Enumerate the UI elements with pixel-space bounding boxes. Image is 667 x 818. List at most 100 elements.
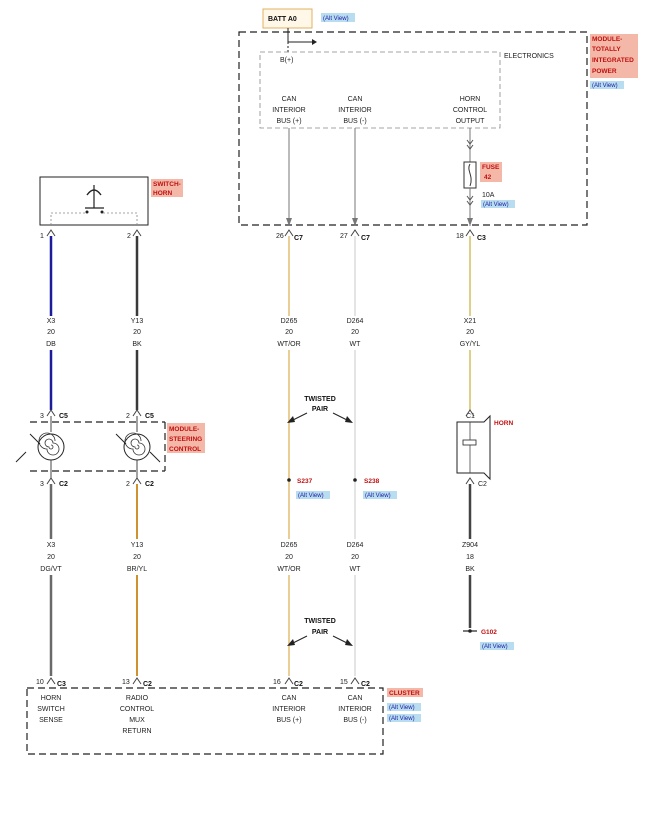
wire-label-x21-upper: X21 20 GY/YL <box>455 316 485 350</box>
svg-text:20: 20 <box>133 554 141 561</box>
twisted-pair-lower-arrowhead-right <box>345 639 353 646</box>
tipm-pin-26: 26 <box>276 233 284 240</box>
cluster-outline <box>26 687 384 755</box>
splice-s237-label: S237 <box>297 478 313 485</box>
svg-text:GY/YL: GY/YL <box>460 341 481 348</box>
fuse-element <box>468 163 472 187</box>
horn-c2-symbol <box>465 477 475 485</box>
ground-alt-view-link[interactable]: (Alt View) <box>482 644 508 650</box>
cluster-pin-10-symbol <box>46 677 56 685</box>
fuse-chevron-bot-2 <box>466 200 474 206</box>
cluster-alt-view-2-link[interactable]: (Alt View) <box>389 716 415 722</box>
svg-text:Z904: Z904 <box>462 542 478 549</box>
svg-text:20: 20 <box>351 329 359 336</box>
cluster-radio-line3: MUX <box>129 717 145 724</box>
cluster-alt-view-1-bg <box>387 703 421 711</box>
cluster-conn-c2-b: C2 <box>294 681 303 688</box>
cluster-alt-view-1-link[interactable]: (Alt View) <box>389 705 415 711</box>
cluster-title: CLUSTER <box>389 690 420 697</box>
splice-s238-alt-view-link[interactable]: (Alt View) <box>365 493 391 499</box>
horn-out-arrow <box>467 218 473 226</box>
splice-s238-label: S238 <box>364 478 380 485</box>
cluster-radio-line1: RADIO <box>126 695 149 702</box>
steering-title-line2: STEERING <box>169 436 202 443</box>
cluster-horn-switch-line3: SENSE <box>39 717 63 724</box>
twisted-pair-lower-arrowhead-left <box>287 639 295 646</box>
cluster-pin-10: 10 <box>36 679 44 686</box>
cluster-pin-16-symbol <box>284 677 294 685</box>
cluster-radio-line4: RETURN <box>122 728 151 735</box>
svg-text:BK: BK <box>465 566 475 573</box>
steering-bottom-pin-3: 3 <box>40 481 44 488</box>
cluster-can-minus-line1: CAN <box>348 695 363 702</box>
horn-out-line3: OUTPUT <box>456 118 486 125</box>
svg-text:X3: X3 <box>47 542 56 549</box>
clockspring-left-spiral <box>38 432 60 456</box>
switch-pin-2: 2 <box>127 233 131 240</box>
tipm-alt-view-link[interactable]: (Alt View) <box>592 83 618 89</box>
horn-c1-label: C1 <box>466 413 475 420</box>
cluster-pin-13: 13 <box>122 679 130 686</box>
svg-text:20: 20 <box>47 329 55 336</box>
svg-text:18: 18 <box>466 554 474 561</box>
switch-pin-1-symbol <box>46 229 56 237</box>
horn-switch-dot-right <box>100 210 104 214</box>
svg-text:WT/OR: WT/OR <box>277 341 300 348</box>
cluster-pin-13-symbol <box>132 677 142 685</box>
splice-s237-dot <box>287 478 291 482</box>
wire-label-d265-lower: D265 20 WT/OR <box>273 539 305 575</box>
wire-label-d264-lower: D264 20 WT <box>340 539 370 575</box>
can-minus-line2: INTERIOR <box>338 107 371 114</box>
splice-s238-alt-view-bg <box>363 491 397 499</box>
twisted-pair-lower-line1: TWISTED <box>304 618 336 625</box>
twisted-pair-upper-arrowhead-right <box>345 416 353 423</box>
tipm-module-outline <box>238 31 588 226</box>
clockspring-right-spiral <box>124 432 146 456</box>
svg-text:BR/YL: BR/YL <box>127 566 147 573</box>
horn-label: HORN <box>494 420 513 427</box>
clockspring-left-contact-top <box>29 433 41 445</box>
tipm-pin-27: 27 <box>340 233 348 240</box>
splice-s237-alt-view-link[interactable]: (Alt View) <box>298 493 324 499</box>
can-plus-line3: BUS (+) <box>276 118 301 125</box>
tipm-title-line3: INTEGRATED <box>592 57 634 64</box>
tipm-pin-26-symbol <box>284 229 294 237</box>
cluster-horn-switch-line1: HORN <box>41 695 62 702</box>
steering-top-pin-3: 3 <box>40 413 44 420</box>
steering-bottom-pin-3-symbol <box>46 477 56 485</box>
batt-alt-view-link[interactable]: (Alt View) <box>323 16 349 22</box>
svg-text:WT: WT <box>350 341 362 348</box>
fuse-alt-view-link[interactable]: (Alt View) <box>483 202 509 208</box>
svg-text:DG/VT: DG/VT <box>40 566 62 573</box>
fuse-label-bg <box>480 162 502 182</box>
steering-top-pin-2: 2 <box>126 413 130 420</box>
tipm-alt-view-bg <box>590 81 624 89</box>
steering-bottom-conn-c2-b: C2 <box>145 481 154 488</box>
switch-pin-1: 1 <box>40 233 44 240</box>
b-plus-label: B(+) <box>280 57 293 64</box>
cluster-conn-c2-c: C2 <box>361 681 370 688</box>
fuse-chevron-top-1 <box>466 139 474 145</box>
horn-coil-icon <box>462 439 477 446</box>
steering-title-bg <box>167 423 205 453</box>
steering-title-line3: CONTROL <box>169 446 201 453</box>
switch-internal-left <box>50 212 87 225</box>
horn-switch-dot-left <box>85 210 89 214</box>
cluster-alt-view-2-bg <box>387 714 421 722</box>
svg-text:X21: X21 <box>464 318 477 325</box>
cluster-can-minus-line3: BUS (-) <box>343 717 366 724</box>
tipm-conn-c7-a: C7 <box>294 235 303 242</box>
horn-out-line1: HORN <box>460 96 481 103</box>
steering-title-line1: MODULE- <box>169 426 199 433</box>
steering-bottom-pin-2: 2 <box>126 481 130 488</box>
cluster-conn-c3: C3 <box>57 681 66 688</box>
svg-text:20: 20 <box>351 554 359 561</box>
steering-bottom-pin-2-symbol <box>132 477 142 485</box>
cluster-pin-15: 15 <box>340 679 348 686</box>
steering-top-conn-c5-b: C5 <box>145 413 154 420</box>
can-plus-line2: INTERIOR <box>272 107 305 114</box>
switch-horn-title-line1: SWITCH- <box>153 181 181 188</box>
steering-top-pin-2-symbol <box>132 409 142 417</box>
wire-label-d265-upper: D265 20 WT/OR <box>273 316 305 350</box>
tipm-title-line2: TOTALLY <box>592 46 621 53</box>
